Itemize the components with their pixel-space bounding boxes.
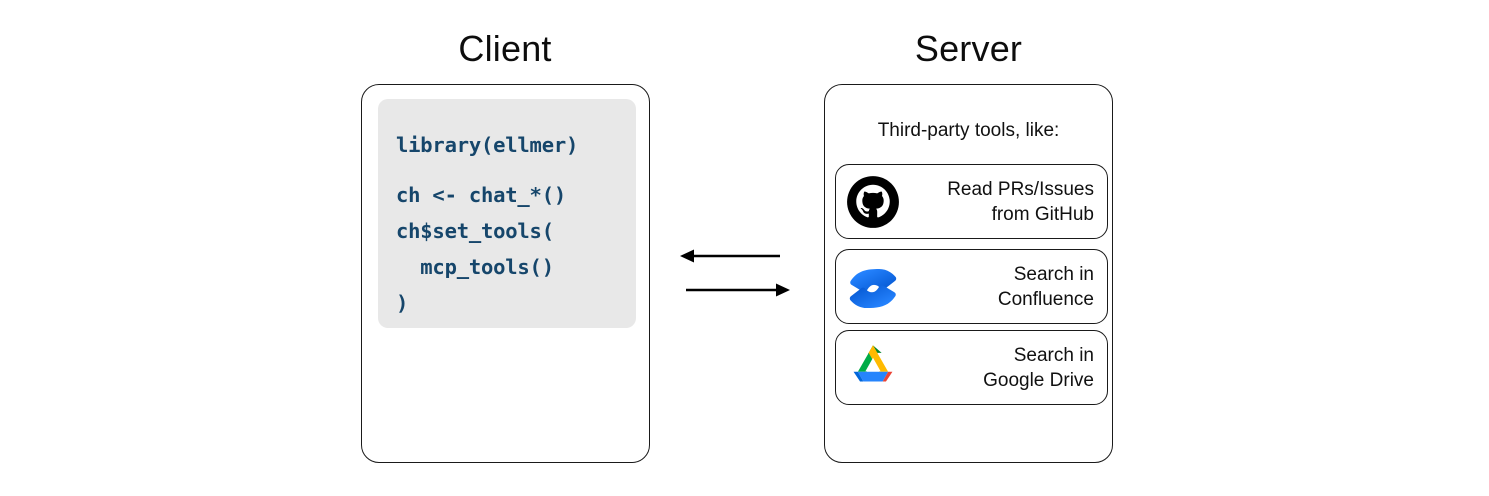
code-line: library(ellmer): [396, 133, 579, 157]
server-caption: Third-party tools, like:: [877, 120, 1060, 141]
github-icon: [845, 174, 901, 230]
tool-card-github[interactable]: Read PRs/Issues from GitHub: [835, 164, 1108, 239]
connector-arrows: [676, 238, 794, 306]
tool-label-confluence: Search in Confluence: [997, 263, 1094, 310]
code-line: ): [396, 291, 409, 315]
server-column-title: Server: [914, 28, 1023, 69]
client-column-title: Client: [458, 28, 552, 69]
code-line: ch <- chat_*(): [396, 183, 566, 207]
tool-label-google-drive: Search in Google Drive: [983, 344, 1094, 391]
server-to-client-arrow: [680, 249, 780, 263]
tool-card-google-drive[interactable]: Search in Google Drive: [835, 330, 1108, 405]
code-line: ch$set_tools(: [396, 219, 554, 243]
tool-label-github: Read PRs/Issues from GitHub: [947, 178, 1094, 225]
code-line-blank: [396, 163, 636, 177]
client-to-server-arrow: [686, 283, 790, 297]
code-block: library(ellmer) ch <- chat_*() ch$set_to…: [378, 99, 636, 328]
tool-card-confluence[interactable]: Search in Confluence: [835, 249, 1108, 324]
client-panel: library(ellmer) ch <- chat_*() ch$set_to…: [361, 84, 650, 463]
google-drive-icon: [845, 340, 901, 396]
code-line: mcp_tools(): [396, 255, 554, 279]
confluence-icon: [845, 259, 901, 315]
server-panel: Third-party tools, like: Read PRs/Issues…: [824, 84, 1113, 463]
